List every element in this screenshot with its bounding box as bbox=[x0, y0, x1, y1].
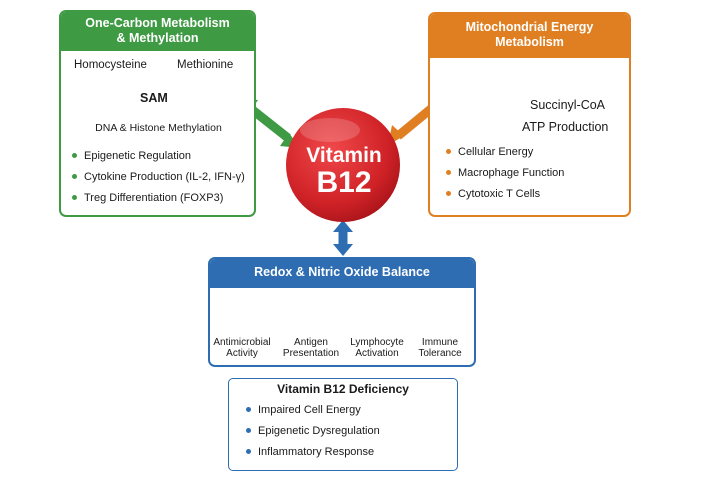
vitamin-label: Vitamin bbox=[306, 144, 382, 167]
homocysteine-label: Homocysteine bbox=[74, 59, 147, 71]
one-carbon-title: One-Carbon Metabolism bbox=[85, 16, 230, 30]
mito-title: Mitochondrial Energy Metabolism bbox=[430, 14, 629, 58]
redox-title: Redox & Nitric Oxide Balance bbox=[210, 259, 474, 288]
bullet-dot bbox=[72, 173, 77, 179]
bullet-dot bbox=[72, 194, 77, 200]
mito-panel: Mitochondrial Energy Metabolism bbox=[428, 12, 631, 217]
one-carbon-header: One-Carbon Metabolism & Methylation bbox=[61, 12, 254, 51]
arrow-redox bbox=[333, 220, 353, 256]
succinyl-coa-label: Succinyl-CoA bbox=[530, 98, 606, 112]
deficiency-panel bbox=[228, 378, 458, 471]
deficiency-bullets: Impaired Cell Energy Epigenetic Dysregul… bbox=[246, 400, 380, 463]
bullet-dot bbox=[72, 152, 77, 158]
list-item: Cytokine Production (IL-2, IFN-γ) bbox=[72, 167, 245, 188]
mito-bullets: Cellular Energy Macrophage Function Cyto… bbox=[446, 142, 564, 205]
b12-label: B12 bbox=[316, 166, 372, 199]
list-item: Treg Differentiation (FOXP3) bbox=[72, 188, 245, 209]
list-item: Macrophage Function bbox=[446, 163, 564, 184]
redox-panel: Redox & Nitric Oxide Balance bbox=[208, 257, 476, 367]
bullet-dot bbox=[446, 148, 451, 154]
bullet-dot bbox=[246, 427, 251, 433]
methylation-label: DNA & Histone Methylation bbox=[95, 122, 222, 134]
list-item: Cytotoxic T Cells bbox=[446, 184, 564, 205]
one-carbon-panel: One-Carbon Metabolism & Methylation bbox=[59, 10, 256, 217]
deficiency-title: Vitamin B12 Deficiency bbox=[277, 382, 409, 396]
one-carbon-subtitle: & Methylation bbox=[116, 31, 199, 45]
list-item: Inflammatory Response bbox=[246, 442, 380, 463]
bullet-dot bbox=[446, 169, 451, 175]
list-item: Epigenetic Dysregulation bbox=[246, 421, 380, 442]
sam-label: SAM bbox=[140, 91, 168, 105]
list-item: Epigenetic Regulation bbox=[72, 146, 245, 167]
methionine-label: Methionine bbox=[177, 59, 234, 71]
bullet-dot bbox=[246, 448, 251, 454]
one-carbon-bullets: Epigenetic Regulation Cytokine Productio… bbox=[72, 146, 245, 209]
list-item: Impaired Cell Energy bbox=[246, 400, 380, 421]
atp-production-label: ATP Production bbox=[522, 120, 609, 134]
bullet-dot bbox=[246, 406, 251, 412]
vitamin-b12-circle bbox=[286, 108, 400, 222]
bullet-dot bbox=[446, 190, 451, 196]
list-item: Cellular Energy bbox=[446, 142, 564, 163]
